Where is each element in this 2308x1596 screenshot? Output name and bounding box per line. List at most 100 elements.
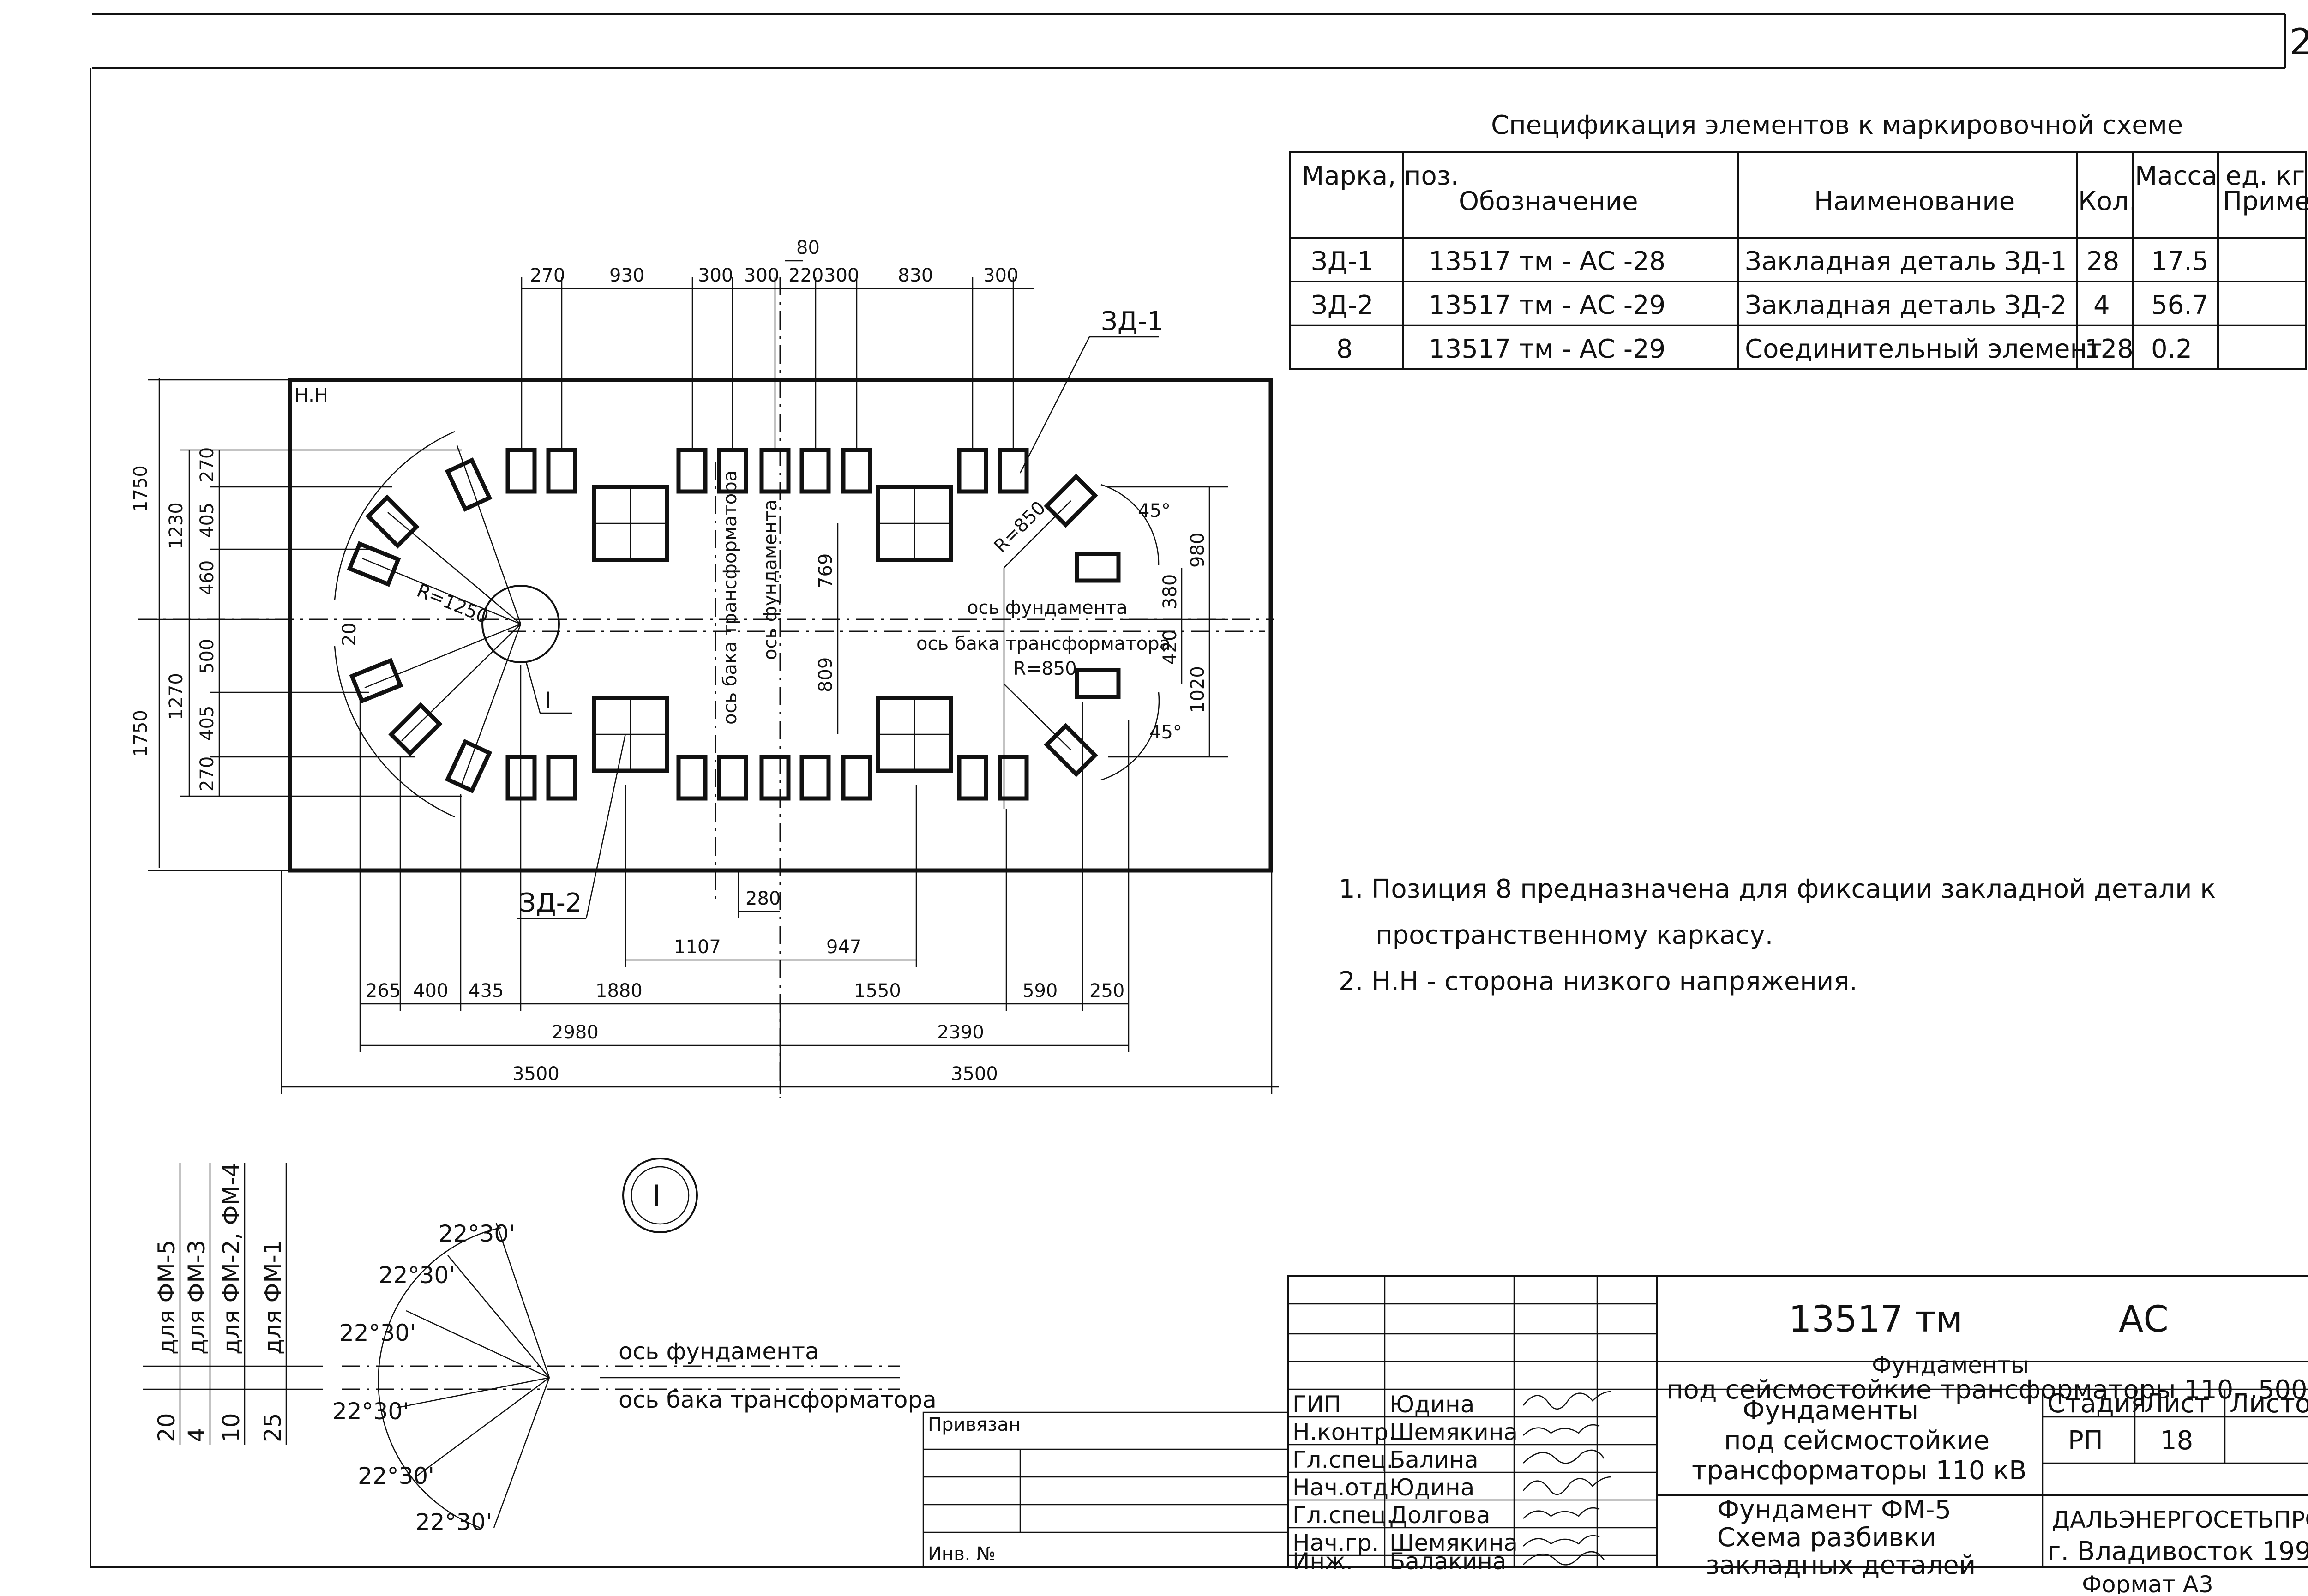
bottom-dim: 435 — [469, 980, 504, 1002]
spec-cell: ЗД-1 — [1311, 246, 1374, 276]
note-2: 2. Н.Н - сторона низкого напряжения. — [1339, 966, 1857, 996]
center-dim: 809 — [815, 657, 836, 692]
top-dim: 300 — [983, 265, 1018, 286]
spec-cell: 28 — [2086, 246, 2119, 276]
sheet-no-value: 18 — [2160, 1426, 2193, 1456]
right-dim: 1020 — [1187, 666, 1208, 713]
offset-value: 20 — [153, 1413, 180, 1442]
node-marker-inner — [631, 1166, 690, 1225]
bottom-dim: 400 — [413, 980, 448, 1002]
spec-cell: 8 — [1336, 334, 1353, 364]
spec-cell: 13517 тм - АС -28 — [1429, 246, 1665, 276]
offset-label: для ФМ-2, ФМ-4 — [218, 1163, 245, 1355]
signer-name: Балакина — [1389, 1548, 1507, 1575]
angle-rays — [378, 1223, 550, 1529]
axis-label-tank-vertical: ось бака трансформатора — [720, 470, 741, 725]
node-marker-label: I — [652, 1179, 661, 1212]
top-dim: 270 — [530, 265, 565, 286]
nn-corner-label: Н.Н — [295, 385, 328, 406]
spec-cell: 128 — [2084, 334, 2134, 364]
top-dimension-lines — [521, 260, 1034, 450]
project-line-2: под сейсмостойкие трансформаторы 110...5… — [1666, 1375, 2308, 1405]
spec-cell: 13517 тм - АС -29 — [1429, 334, 1665, 364]
left-inner-dim: 270 — [197, 447, 218, 482]
note-1-cont: пространственному каркасу. — [1376, 920, 1773, 950]
sheet-header: Лист — [2144, 1389, 2210, 1419]
axis-label-foundation-right: ось фундамента — [967, 597, 1128, 618]
sheet-corner-number: 20 — [2290, 22, 2308, 63]
note-1: 1. Позиция 8 предназначена для фиксации … — [1339, 874, 2216, 904]
sheet-title-3: закладных деталей — [1706, 1550, 1976, 1580]
spec-header-mass: Масса ед. кг — [2135, 161, 2305, 191]
signer-name: Юдина — [1389, 1391, 1474, 1418]
angle-label: 22°30' — [358, 1463, 434, 1489]
left-outer-dim: 1750 — [130, 710, 151, 757]
bottom-dim: 2980 — [552, 1022, 599, 1043]
signer-name: Шемякина — [1389, 1530, 1518, 1556]
top-dim: 300 — [824, 265, 859, 286]
angle-label: 22°30' — [379, 1262, 455, 1289]
zd2-plate — [592, 696, 669, 773]
spec-header-mark-text: Марка, поз. — [1302, 161, 1459, 191]
offset-label: для ФМ-3 — [183, 1240, 210, 1355]
radius-label-1250: R=1250 — [414, 580, 491, 628]
zd2-plate — [876, 485, 953, 562]
stage-value: РП — [2068, 1426, 2103, 1456]
signer-role: ГИП — [1292, 1391, 1341, 1418]
doc-suffix: АС — [2119, 1299, 2169, 1340]
signer-role: Н.контр. — [1292, 1419, 1396, 1446]
object-title-3: трансформаторы 110 кВ — [1692, 1456, 2027, 1486]
org-name: ДАЛЬЭНЕРГОСЕТЬПРОЕКТ — [2052, 1506, 2308, 1533]
radius-label-850-bottom: R=850 — [1013, 658, 1077, 679]
spec-cell: ЗД-2 — [1311, 290, 1374, 320]
top-dim-80: 80 — [796, 237, 820, 258]
top-dim: 220 — [788, 265, 823, 286]
signers: ГИП Юдина Н.контр. Шемякина Гл.спец. Бал… — [1292, 1391, 1518, 1575]
spec-header-qty: Кол. — [2078, 186, 2137, 216]
signer-name: Шемякина — [1389, 1419, 1518, 1446]
object-title-2: под сейсмостойкие — [1724, 1426, 1989, 1456]
signer-role: Нач.гр. — [1292, 1530, 1379, 1556]
spec-row: ЗД-2 13517 тм - АС -29 Закладная деталь … — [1311, 290, 2209, 320]
sheets-header: Листов — [2230, 1389, 2308, 1419]
left-mid-dim: 1270 — [166, 673, 187, 720]
left-inner-dim: 405 — [197, 706, 218, 741]
spec-cell: 56.7 — [2151, 290, 2209, 320]
spec-cell: 4 — [2093, 290, 2110, 320]
right-small-dim: 380 — [1160, 574, 1181, 609]
bottom-dim: 947 — [826, 936, 861, 958]
center-dim: 769 — [815, 553, 836, 588]
signer-role: Инж. — [1292, 1548, 1353, 1575]
angle-label-top: 45° — [1138, 500, 1171, 522]
spec-header-designation: Обозначение — [1459, 186, 1638, 216]
format-label: Формат А3 — [2082, 1571, 2213, 1594]
signature-scribbles — [1523, 1391, 1611, 1566]
bottom-dim: 3500 — [951, 1063, 998, 1085]
spec-cell: Соединительный элемент — [1745, 334, 2102, 364]
node-marker-outer — [622, 1158, 698, 1233]
leader-zd1: ЗД-1 — [1101, 306, 1164, 336]
offset-value: 4 — [183, 1428, 210, 1442]
signer-name: Юдина — [1389, 1474, 1474, 1501]
inv-label: Инв. № — [928, 1543, 996, 1565]
right-radial — [1003, 484, 1160, 809]
node-circle — [481, 585, 560, 663]
bottom-dim: 590 — [1022, 980, 1058, 1002]
right-small-dim: 420 — [1160, 630, 1181, 665]
foundation-plan: Н.Н — [130, 237, 1279, 1098]
detail-axis-foundation: ось фундамента — [619, 1338, 819, 1365]
top-dim: 300 — [698, 265, 733, 286]
offset-lines — [143, 1163, 900, 1445]
left-inner-dim: 460 — [197, 560, 218, 595]
top-dim: 300 — [744, 265, 779, 286]
signer-name: Балина — [1389, 1446, 1479, 1473]
bottom-dim: 250 — [1089, 980, 1124, 1002]
spec-cell: 13517 тм - АС -29 — [1429, 290, 1665, 320]
axis-label-tank-right: ось бака трансформатора — [916, 633, 1171, 654]
spec-row: ЗД-1 13517 тм - АС -28 Закладная деталь … — [1311, 246, 2209, 276]
radial-lines — [334, 431, 522, 818]
spec-table — [1289, 151, 2307, 370]
signer-name: Долгова — [1389, 1502, 1491, 1529]
spec-title: Спецификация элементов к маркировочной с… — [1491, 110, 2183, 140]
